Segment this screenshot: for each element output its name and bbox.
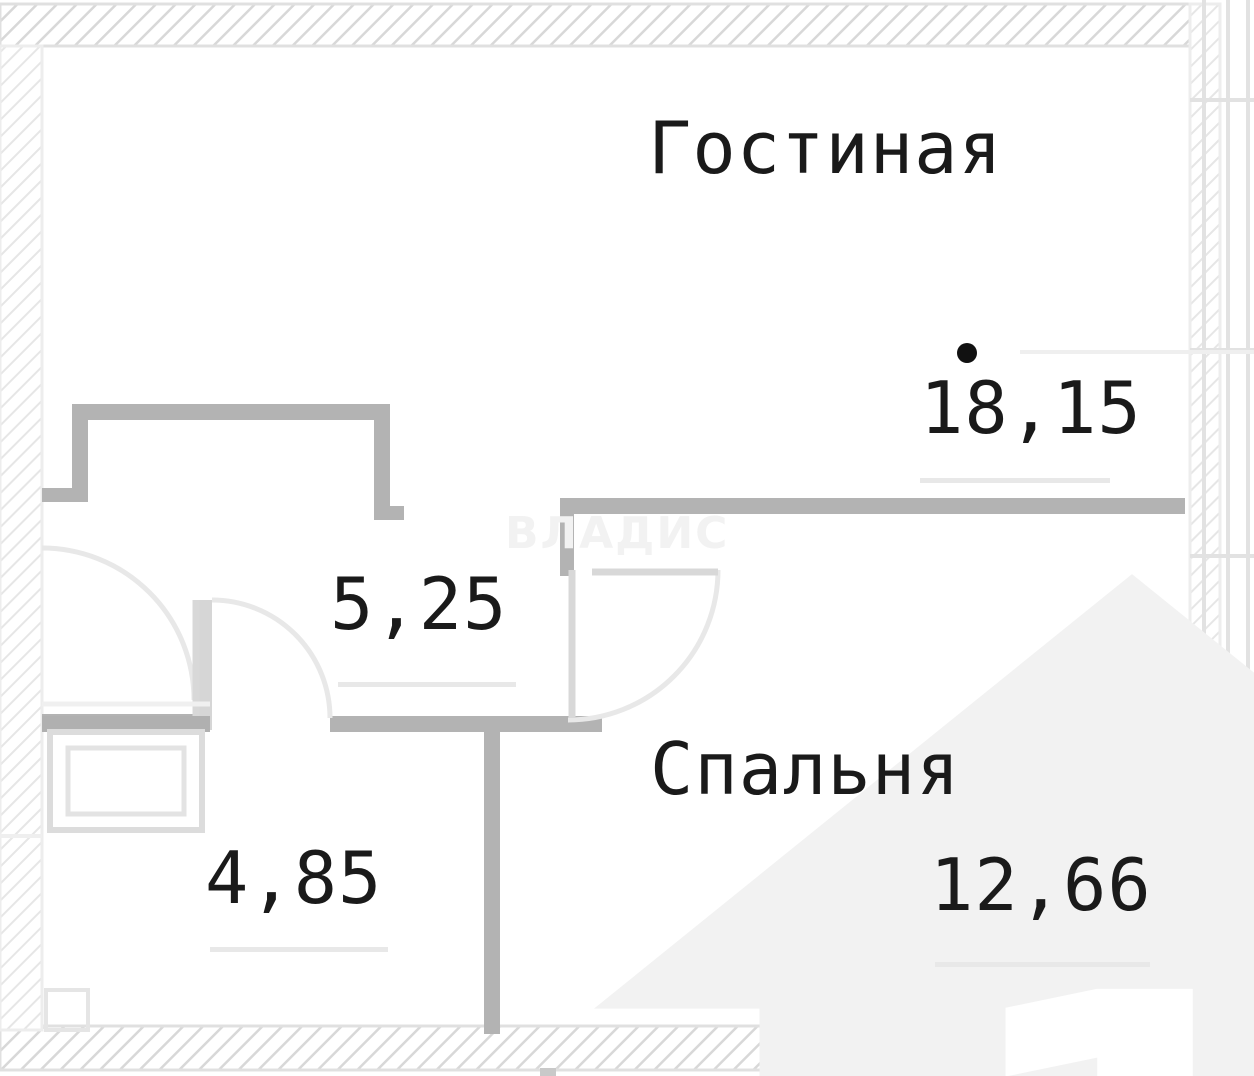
room-area-bathroom: 4,85 [205, 836, 383, 920]
bottom-left-detail [44, 988, 90, 1032]
door-swings [41, 545, 721, 723]
wall-living-bedroom [560, 498, 1185, 514]
door-arc-hall [211, 597, 333, 719]
wall-living-bedroom-stub [560, 498, 574, 576]
wall-bathroom-right-stub [374, 506, 404, 520]
room-title-bedroom: Спальня [650, 727, 961, 811]
wall-bathroom-bottom-stub [42, 488, 88, 502]
bathtub-fixture [42, 701, 210, 833]
area-dot-marker-living-room [957, 343, 977, 363]
watermark: 1 ВЛАДИС [505, 508, 1254, 1076]
watermark-text: ВЛАДИС [505, 508, 730, 559]
dimension-guides [0, 350, 1254, 838]
area-underline-living-room [920, 478, 1110, 483]
area-underline-hall [338, 682, 516, 687]
wall-bathroom-left [72, 404, 88, 502]
room-area-living-room: 18,15 [920, 366, 1142, 450]
wall-bathroom-partition [196, 600, 212, 730]
wall-hall-bedroom [330, 716, 602, 732]
room-area-hall: 5,25 [330, 562, 508, 646]
wall-bathroom-right [374, 404, 390, 520]
wall-center-vertical [484, 716, 500, 1034]
area-underline-bathroom [210, 947, 388, 952]
wall-left [0, 44, 44, 1032]
room-title-living-room: Гостиная [648, 106, 1003, 190]
wall-bathroom-top [72, 404, 390, 420]
room-area-bedroom: 12,66 [930, 843, 1152, 927]
house-with-one-icon: 1 [594, 574, 1254, 1076]
door-arc-entry [41, 545, 197, 701]
bottom-center-tick [540, 1068, 556, 1076]
door-arc-bedroom [567, 569, 721, 723]
door-leaves [192, 568, 718, 718]
svg-text:1: 1 [945, 882, 1254, 1076]
wall-top [0, 2, 1192, 48]
area-underline-bedroom [935, 962, 1150, 967]
